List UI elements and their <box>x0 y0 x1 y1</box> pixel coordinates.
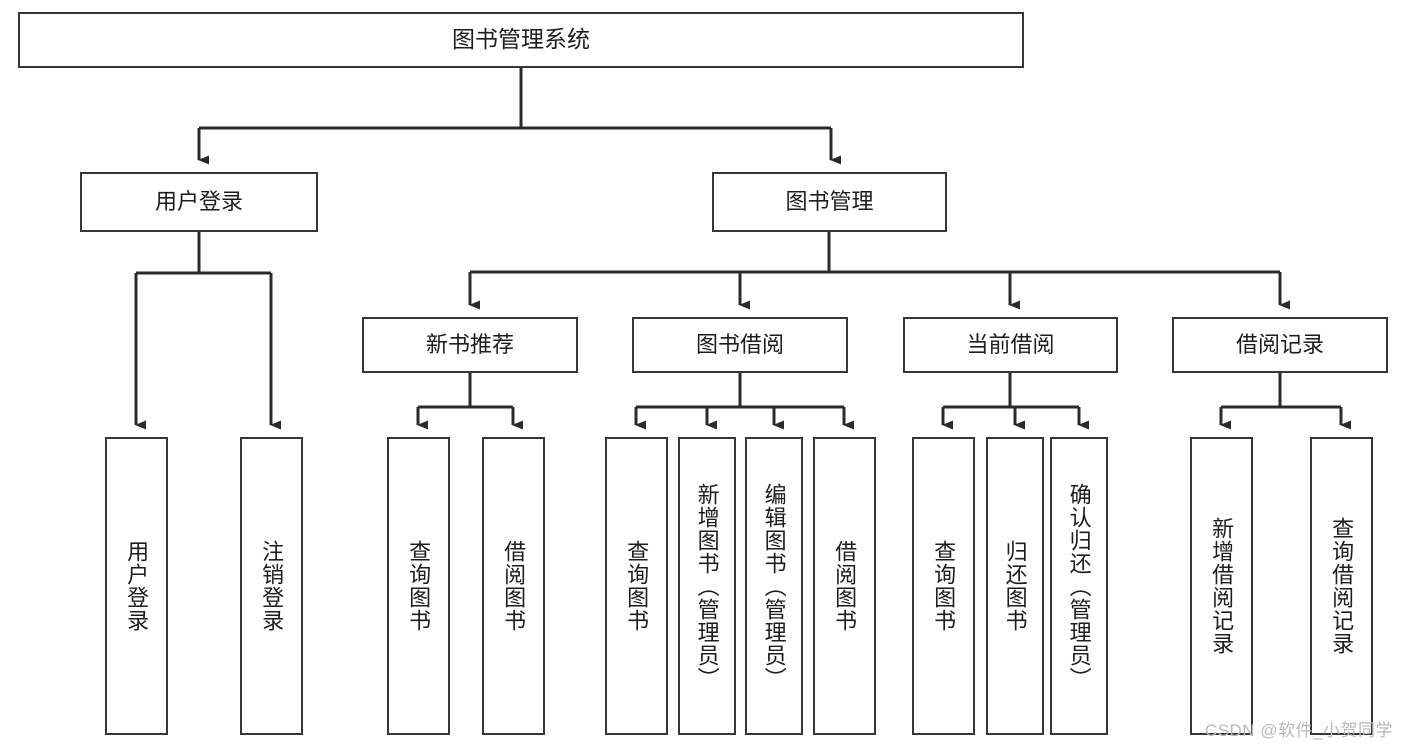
leaf-edit-book-admin[interactable]: 编辑图书（管理员） <box>745 437 803 735</box>
node-borrow-record-label: 借阅记录 <box>1235 332 1324 358</box>
node-book-management-label: 图书管理 <box>785 189 874 215</box>
node-current-borrow[interactable]: 当前借阅 <box>903 317 1118 373</box>
leaf-borrow-book-recommend-label: 借阅图书 <box>501 540 527 632</box>
leaf-query-book-recommend-label: 查询图书 <box>406 540 432 632</box>
leaf-confirm-return-admin[interactable]: 确认归还（管理员） <box>1050 437 1108 735</box>
leaf-user-logout-label: 注销登录 <box>259 540 285 632</box>
node-book-borrow[interactable]: 图书借阅 <box>632 317 848 373</box>
leaf-add-borrow-record-label: 新增借阅记录 <box>1209 517 1235 655</box>
leaf-query-book-borrow-label: 查询图书 <box>624 540 650 632</box>
leaf-return-book[interactable]: 归还图书 <box>986 437 1044 735</box>
leaf-add-book-admin[interactable]: 新增图书（管理员） <box>678 437 736 735</box>
leaf-add-book-admin-label: 新增图书（管理员） <box>694 482 720 690</box>
leaf-borrow-book[interactable]: 借阅图书 <box>813 437 876 735</box>
node-book-management[interactable]: 图书管理 <box>712 172 947 232</box>
node-user-login-label: 用户登录 <box>154 189 243 215</box>
node-new-book-recommend-label: 新书推荐 <box>425 332 514 358</box>
leaf-user-logout[interactable]: 注销登录 <box>240 437 303 735</box>
leaf-user-login[interactable]: 用户登录 <box>105 437 168 735</box>
leaf-add-borrow-record[interactable]: 新增借阅记录 <box>1190 437 1253 735</box>
leaf-query-book-current[interactable]: 查询图书 <box>912 437 975 735</box>
leaf-user-login-label: 用户登录 <box>124 540 150 632</box>
leaf-confirm-return-admin-label: 确认归还（管理员） <box>1066 482 1092 690</box>
leaf-edit-book-admin-label: 编辑图书（管理员） <box>761 482 787 690</box>
node-borrow-record[interactable]: 借阅记录 <box>1172 317 1388 373</box>
leaf-query-book-recommend[interactable]: 查询图书 <box>387 437 450 735</box>
leaf-borrow-book-recommend[interactable]: 借阅图书 <box>482 437 545 735</box>
node-current-borrow-label: 当前借阅 <box>966 332 1055 358</box>
leaf-query-borrow-record[interactable]: 查询借阅记录 <box>1310 437 1373 735</box>
leaf-query-book-borrow[interactable]: 查询图书 <box>605 437 668 735</box>
leaf-borrow-book-label: 借阅图书 <box>832 540 858 632</box>
leaf-return-book-label: 归还图书 <box>1002 540 1028 632</box>
node-user-login[interactable]: 用户登录 <box>80 172 318 232</box>
leaf-query-book-current-label: 查询图书 <box>931 540 957 632</box>
node-new-book-recommend[interactable]: 新书推荐 <box>362 317 578 373</box>
node-root-label: 图书管理系统 <box>452 26 590 53</box>
node-root[interactable]: 图书管理系统 <box>18 12 1024 68</box>
node-book-borrow-label: 图书借阅 <box>695 332 784 358</box>
leaf-query-borrow-record-label: 查询借阅记录 <box>1329 517 1355 655</box>
